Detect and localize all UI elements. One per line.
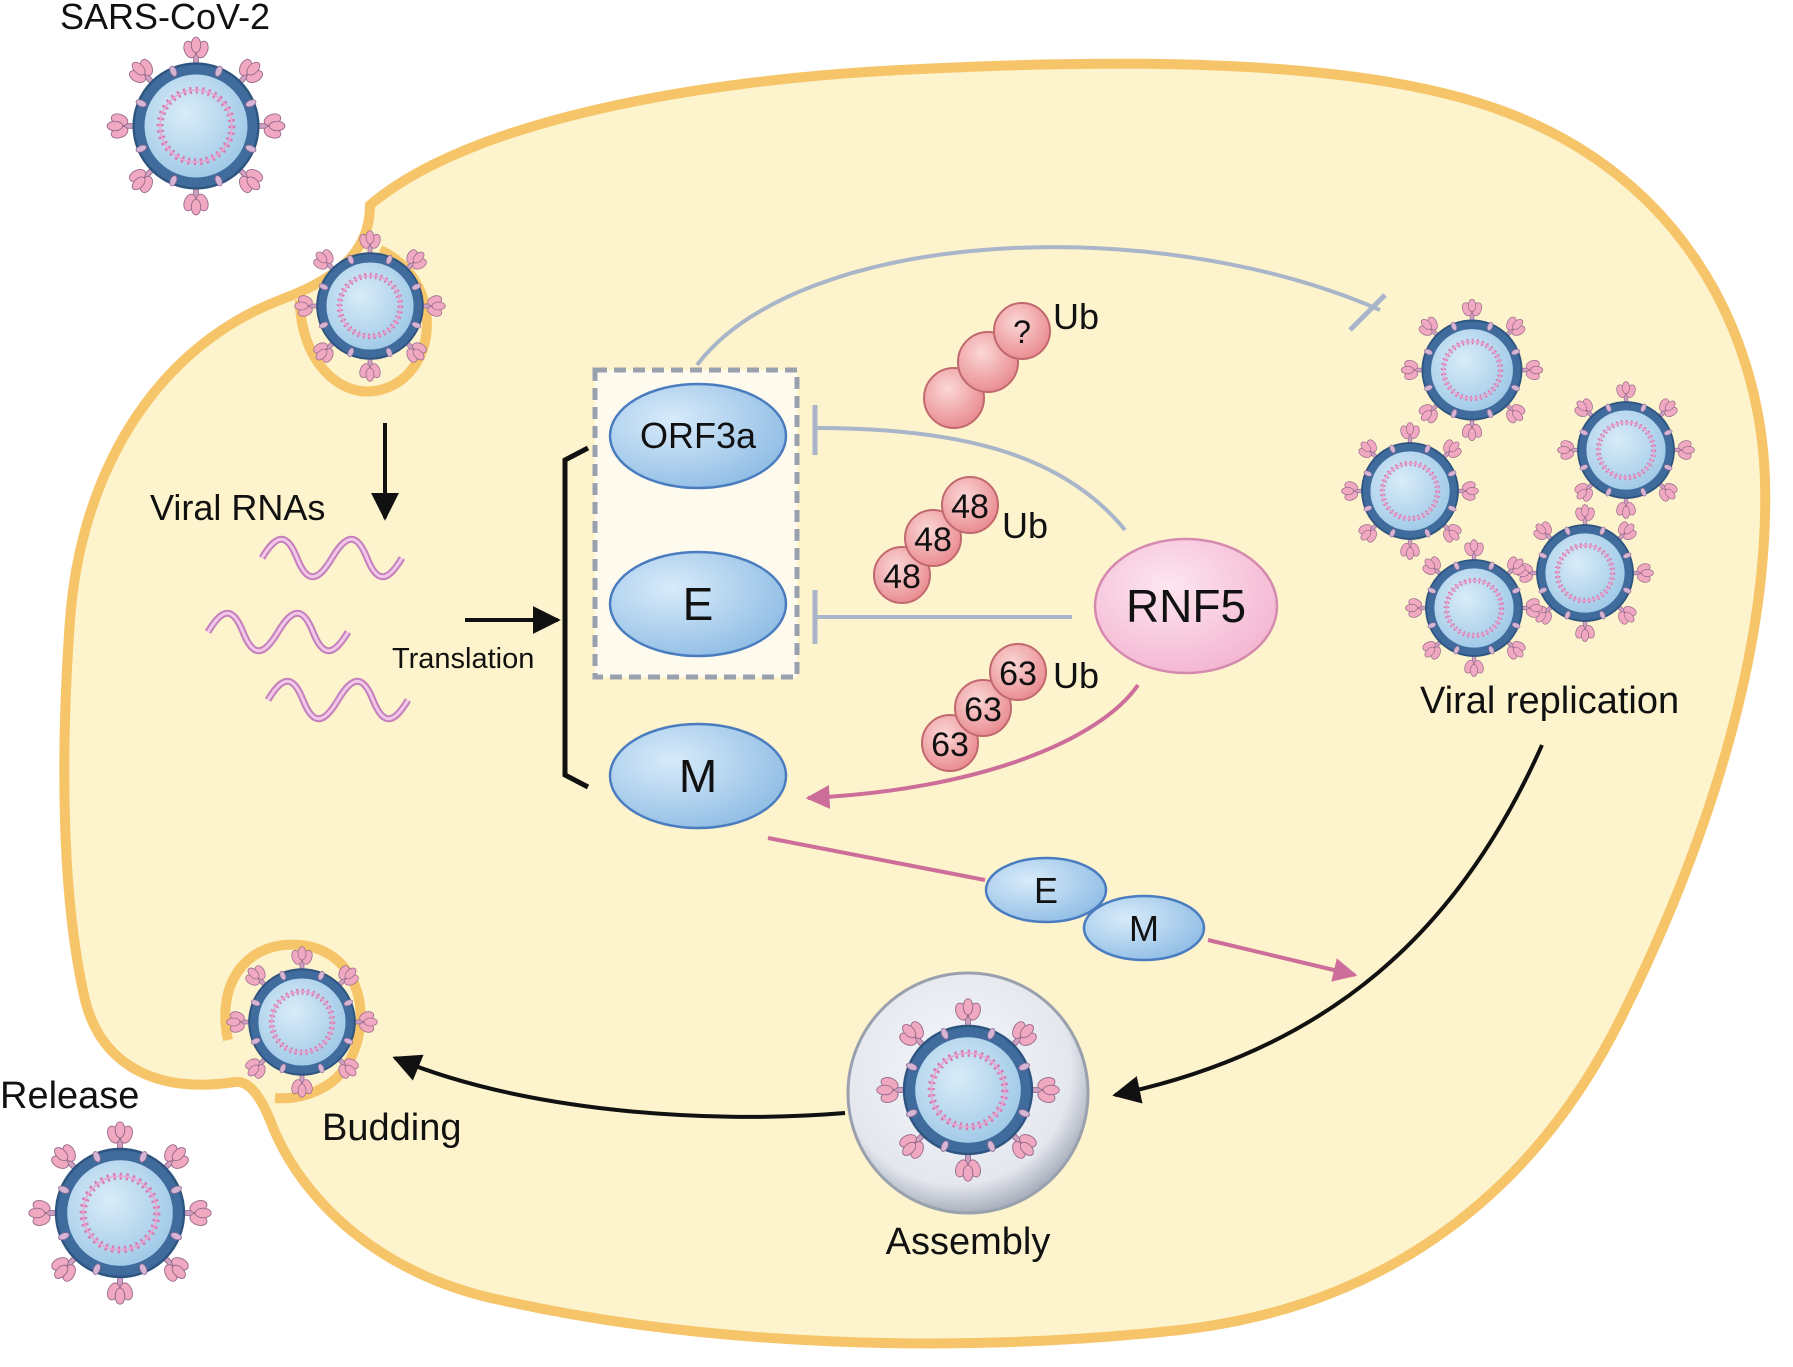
ub-unknown-label: Ub — [1053, 296, 1099, 337]
ub-unknown-bead-3: ? — [1013, 314, 1031, 350]
viral-rnas-label: Viral RNAs — [150, 487, 325, 528]
virion-entering — [295, 231, 445, 381]
complex-to-assembly-arrow — [1207, 938, 1358, 982]
e-protein: E — [608, 550, 788, 658]
replication-to-assembly-arrow — [1112, 744, 1544, 1104]
translation-label: Translation — [392, 643, 534, 675]
ub-k63-bead-1: 63 — [931, 726, 969, 764]
virion-replication-3 — [1342, 423, 1479, 560]
viral-replication-label: Viral replication — [1420, 680, 1679, 722]
ub-k48-bead-3: 48 — [951, 488, 989, 526]
replication-inhibition-bar — [1348, 293, 1387, 332]
rnf5-inhibits-orf3a-line — [814, 426, 1127, 532]
em-complex: E M — [984, 856, 1206, 962]
rnf5-label: RNF5 — [1126, 580, 1246, 632]
e-label: E — [683, 578, 714, 630]
orf3a-label: ORF3a — [640, 415, 757, 456]
complex-m-label: M — [1129, 908, 1159, 949]
virion-extracellular — [107, 37, 285, 215]
m-protein: M — [608, 722, 788, 830]
ub-k63-label: Ub — [1053, 655, 1099, 696]
release-label: Release — [0, 1075, 139, 1117]
ub-chain-unknown: ? Ub — [923, 296, 1099, 429]
ub-k63-bead-2: 63 — [964, 691, 1002, 729]
rnf5-protein: RNF5 — [1093, 537, 1279, 675]
assembly-label: Assembly — [886, 1221, 1051, 1263]
ub-chain-k63: 63 63 63 Ub — [921, 643, 1099, 772]
complex-e-label: E — [1034, 870, 1058, 911]
ub-k48-label: Ub — [1002, 505, 1048, 546]
virion-replication-2 — [1558, 382, 1695, 519]
ub-k48-bead-2: 48 — [914, 521, 952, 559]
virion-replication-4 — [1517, 505, 1654, 642]
ub-k63-bead-3: 63 — [999, 655, 1037, 693]
cell-membrane — [59, 58, 1771, 1349]
virion-released — [29, 1122, 211, 1304]
virion-replication-5 — [1406, 540, 1543, 677]
virion-assembly — [877, 999, 1059, 1181]
m-to-complex-line — [767, 836, 986, 882]
budding-label: Budding — [322, 1107, 461, 1149]
ub-k48-bead-1: 48 — [883, 558, 921, 596]
virion-budding — [227, 947, 377, 1097]
ub-chain-k48: 48 48 48 Ub — [873, 476, 1048, 604]
assembly-to-budding-arrow — [392, 1054, 846, 1119]
orf3a-protein: ORF3a — [608, 382, 788, 490]
rnf5-to-m-arrow — [805, 683, 1140, 809]
m-label: M — [679, 750, 717, 802]
translation-bracket — [562, 445, 590, 790]
orf3a-inhibits-replication-line — [695, 245, 1381, 367]
virion-replication-1 — [1401, 299, 1542, 440]
virus-name-label: SARS-CoV-2 — [60, 0, 270, 37]
